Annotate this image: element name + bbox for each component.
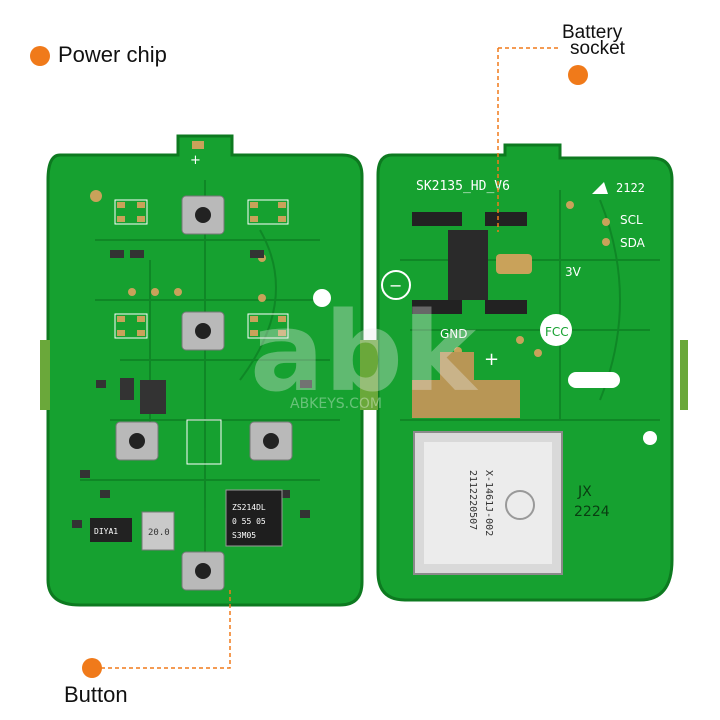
small-ic — [90, 518, 132, 542]
button-dot — [82, 658, 102, 678]
svg-text:FCC: FCC — [545, 325, 569, 339]
crystal-oscillator — [141, 511, 175, 551]
tactile-switch — [181, 311, 225, 351]
main-ic-chip: ZS214DL 0 55 05 S3M05 — [225, 489, 283, 547]
battery-socket-label-line2: socket — [570, 38, 625, 59]
three-v-marking: 3V — [565, 265, 582, 279]
ic-marking-1: ZS214DL — [232, 503, 266, 512]
scl-marking: SCL — [620, 213, 643, 227]
module-marking-1: X-1461J-002 — [483, 470, 494, 536]
tactile-switch-bottom — [181, 551, 225, 591]
jx-marking: JX — [577, 484, 592, 500]
watermark-logo: abk ABKEYS.COM — [250, 288, 479, 416]
tactile-switch — [249, 421, 293, 461]
watermark-url: ABKEYS.COM — [290, 396, 382, 412]
plus-marking: + — [484, 349, 499, 370]
power-chip-dot — [30, 46, 50, 66]
battery-socket-label-line1: Battery — [562, 22, 623, 43]
tactile-switch — [115, 421, 159, 461]
ic-marking-3: S3M05 — [232, 531, 256, 540]
tactile-switch — [181, 195, 225, 235]
jx-code-marking: 2224 — [574, 504, 610, 520]
board-model-marking: SK2135_HD_V6 — [416, 179, 510, 194]
battery-clip — [412, 212, 532, 314]
date-code-marking: 2122 — [616, 181, 645, 195]
crystal-label: 20.0 — [148, 528, 170, 538]
sda-marking: SDA — [620, 236, 646, 250]
gnd-marking: GND — [440, 327, 468, 341]
left-pcb-board: + — [40, 134, 370, 607]
power-chip-label: Power chip — [58, 42, 167, 67]
battery-socket-dot — [568, 65, 588, 85]
ic-marking-2: 0 55 05 — [232, 517, 266, 526]
left-plus-marking: + — [190, 153, 201, 168]
button-label: Button — [64, 682, 128, 707]
watermark-brand: abk — [250, 288, 479, 416]
module-marking-2: 2112220507 — [467, 470, 478, 530]
rf-shield-module: X-1461J-002 2112220507 — [413, 431, 563, 575]
callout-leaders — [100, 47, 560, 669]
minus-marking: − — [389, 276, 402, 295]
right-pcb-board: SK2135_HD_V6 2122 SCL SDA 3V GND + − — [370, 143, 688, 602]
small-ic-label: DIYA1 — [94, 527, 118, 536]
